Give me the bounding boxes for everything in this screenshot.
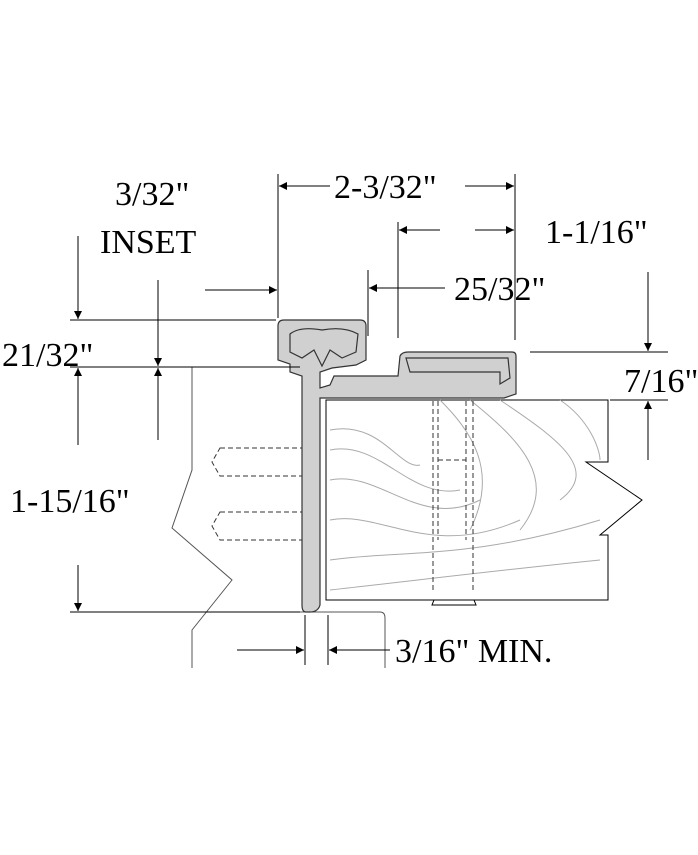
leaf-width-label: 1-1/16" bbox=[545, 214, 648, 251]
door-frame bbox=[171, 366, 386, 668]
hinge-profile bbox=[277, 319, 517, 613]
frame-depth-label: 1-15/16" bbox=[10, 483, 130, 520]
dimension-lines bbox=[70, 174, 668, 665]
frame-screws bbox=[211, 447, 313, 541]
overall-width-label: 2-3/32" bbox=[334, 169, 437, 206]
top-height-label: 21/32" bbox=[2, 337, 93, 374]
leaf-height-label: 7/16" bbox=[624, 363, 698, 400]
inset-label: INSET bbox=[100, 224, 197, 261]
door-leaf bbox=[325, 399, 643, 601]
inset-value-label: 3/32" bbox=[115, 176, 189, 213]
through-bolt bbox=[422, 372, 484, 606]
offset-label: 25/32" bbox=[454, 271, 545, 308]
gap-min-label: 3/16" MIN. bbox=[395, 633, 552, 670]
